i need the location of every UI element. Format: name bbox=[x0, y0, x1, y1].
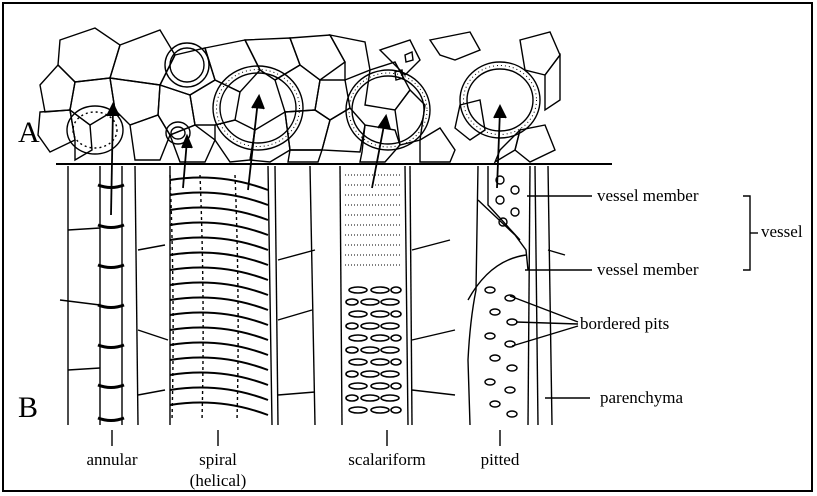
annular-label: annular bbox=[87, 451, 138, 468]
spiral-label: spiral bbox=[199, 451, 237, 468]
helical-sublabel: (helical) bbox=[190, 472, 247, 489]
parenchyma-label: parenchyma bbox=[600, 389, 683, 406]
section-b-label: B bbox=[18, 393, 38, 423]
pitted-label: pitted bbox=[481, 451, 520, 468]
bordered-pits-label: bordered pits bbox=[580, 315, 669, 332]
longitudinal-section-b bbox=[60, 166, 565, 425]
vessel-member-top-label: vessel member bbox=[597, 187, 699, 204]
connection-arrows bbox=[107, 96, 506, 215]
section-a-label: A bbox=[18, 118, 40, 148]
vessel-label: vessel bbox=[761, 223, 803, 240]
scalariform-label: scalariform bbox=[348, 451, 425, 468]
vessel-member-bottom-label: vessel member bbox=[597, 261, 699, 278]
cross-section-a bbox=[38, 28, 560, 162]
